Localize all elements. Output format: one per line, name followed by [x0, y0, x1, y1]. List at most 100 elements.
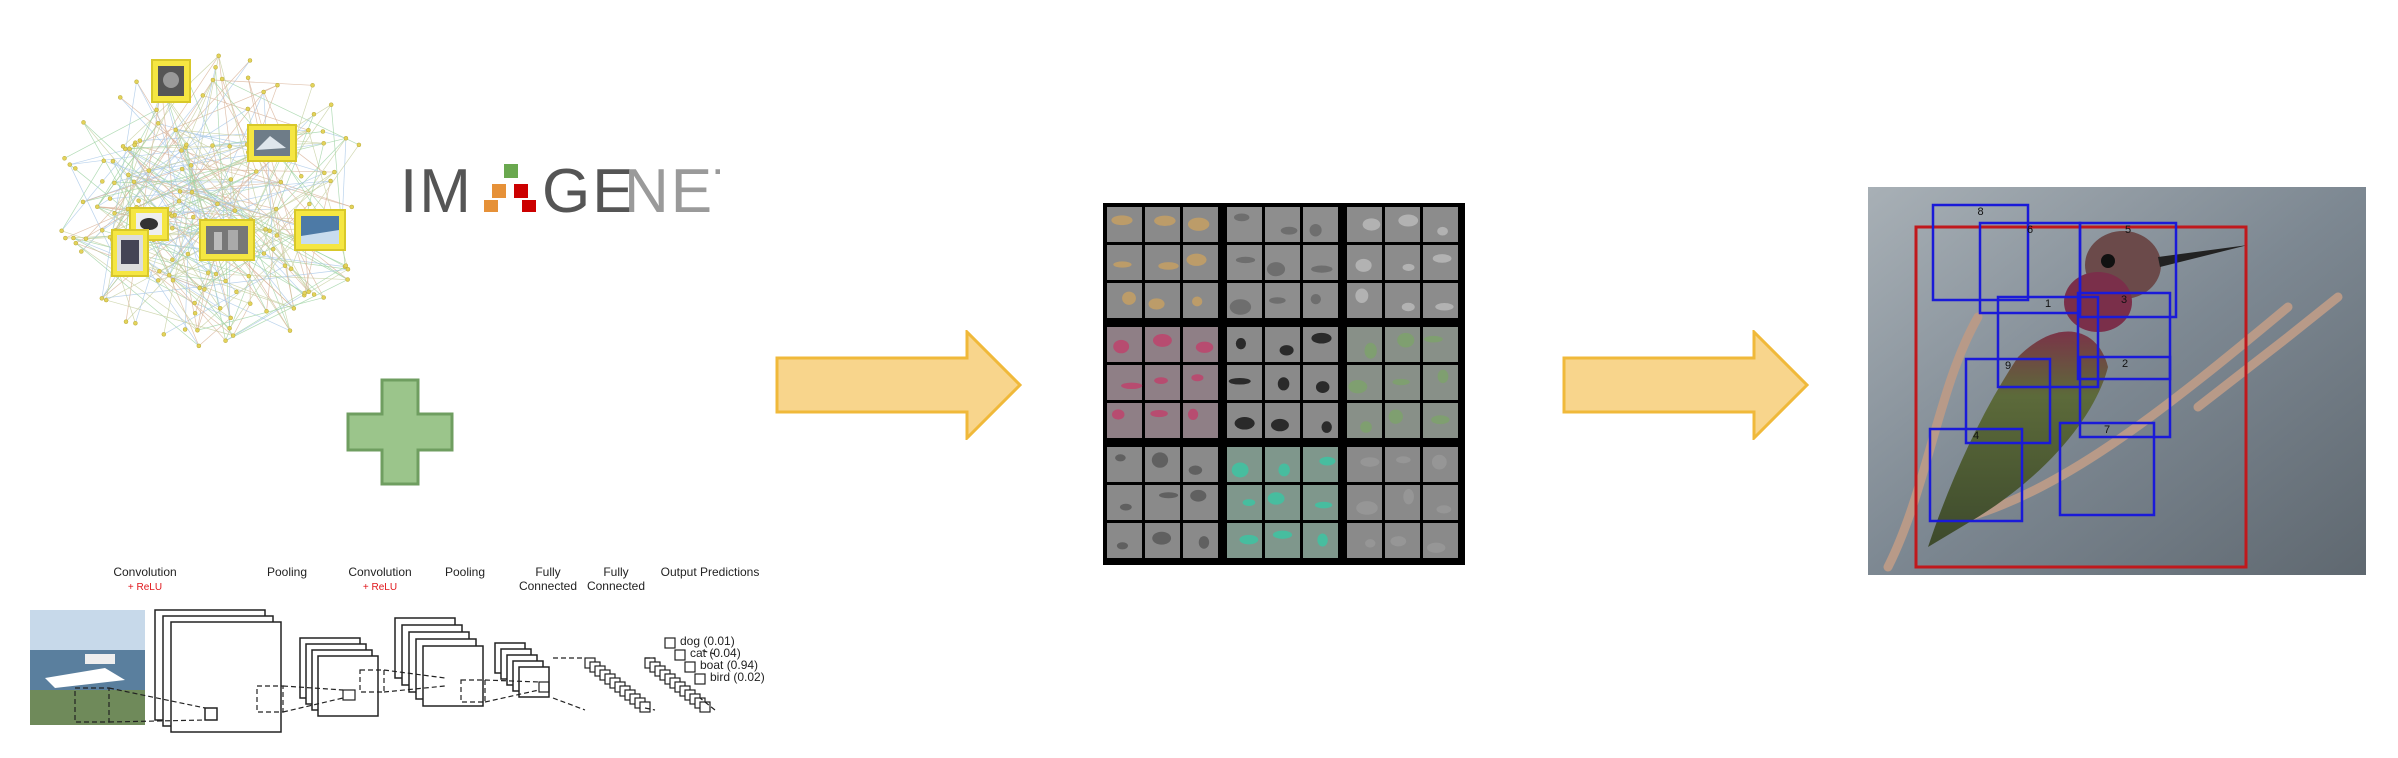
filter-pattern: [1360, 457, 1380, 467]
filter-cell: [1303, 447, 1338, 482]
filter-pattern: [1266, 262, 1286, 277]
filter-cell: [1145, 485, 1180, 520]
cnn-stage-label: Output Predictions: [661, 565, 760, 579]
detection-box-label: 9: [2005, 360, 2011, 372]
filter-cell: [1423, 283, 1458, 318]
filter-pattern: [1191, 374, 1204, 382]
output-unit: [684, 661, 696, 673]
filter-pattern: [1158, 262, 1179, 270]
filter-pattern: [1231, 462, 1249, 478]
filter-pattern: [1279, 345, 1294, 356]
filter-cell: [1423, 327, 1458, 362]
fc2-unit: [699, 701, 711, 713]
imagenet-graph: [59, 53, 362, 349]
filter-pattern: [1402, 263, 1415, 271]
filter-pattern: [1150, 410, 1168, 418]
filter-pattern: [1113, 339, 1130, 354]
filter-pattern: [1437, 226, 1448, 236]
filter-pattern: [1228, 377, 1251, 385]
detection-box-label: 4: [1973, 430, 1979, 442]
filter-cell: [1423, 207, 1458, 242]
filter-pattern: [1192, 296, 1203, 307]
filter-pattern: [1151, 452, 1169, 468]
filter-cell: [1145, 245, 1180, 280]
filter-cell: [1265, 327, 1300, 362]
cnn-stage-label: Fully: [603, 565, 628, 579]
filter-cell: [1423, 485, 1458, 520]
filter-pattern: [1277, 377, 1290, 391]
filter-pattern: [1311, 265, 1333, 273]
filter-pattern: [1437, 369, 1449, 384]
filter-pattern: [1152, 531, 1172, 545]
cnn-stage-label-line2: Connected: [587, 579, 645, 593]
filter-pattern: [1424, 335, 1443, 343]
filter-cell: [1183, 447, 1218, 482]
graph-thumbnail: [294, 209, 346, 251]
filter-cell: [1303, 207, 1338, 242]
filter-pattern: [1278, 463, 1290, 477]
filter-cell: [1107, 485, 1142, 520]
filter-cell: [1107, 447, 1142, 482]
detection-box-label: 1: [2045, 298, 2051, 310]
output-units: [664, 637, 706, 685]
filter-pattern: [1319, 456, 1336, 466]
filter-pattern: [1321, 421, 1332, 433]
filter-pattern: [1401, 302, 1415, 312]
filter-cell: [1227, 207, 1262, 242]
logo-text-ge: GE: [542, 157, 636, 226]
filter-pattern: [1234, 417, 1255, 430]
filter-pattern: [1317, 533, 1328, 547]
filter-pattern: [1309, 223, 1322, 237]
filter-pattern: [1111, 409, 1125, 420]
cnn-stage-label: Pooling: [445, 565, 485, 579]
fc1-units: [584, 657, 651, 713]
filter-cell: [1265, 207, 1300, 242]
filter-pattern: [1431, 415, 1450, 425]
detection-box-blue: [2078, 355, 2172, 439]
filter-pattern: [1388, 409, 1403, 424]
output-unit: [674, 649, 686, 661]
filter-pattern: [1154, 377, 1168, 385]
filter-pattern: [1403, 488, 1414, 505]
filter-cell: [1107, 403, 1142, 438]
filter-pattern: [1198, 536, 1210, 549]
detection-box-blue: [2058, 421, 2156, 517]
filter-pattern: [1187, 408, 1199, 421]
graph-thumbnail: [247, 124, 297, 162]
filter-cell: [1347, 523, 1382, 558]
detection-box-blue: [2078, 221, 2178, 319]
filter-pattern: [1111, 215, 1133, 226]
cnn-stage-sublabel: + ReLU: [363, 582, 397, 593]
filter-cell: [1423, 365, 1458, 400]
arrow-right-icon: [1562, 330, 1810, 440]
filter-pattern: [1233, 213, 1250, 222]
filter-pattern: [1280, 226, 1298, 235]
graph-thumbnail: [111, 229, 149, 277]
cnn-diagram: Convolution + ReLU Pooling Convolution +…: [30, 565, 765, 733]
logo-text-im: IM: [400, 157, 473, 226]
filter-pattern: [1310, 293, 1321, 305]
prediction-label: cat (0.04): [690, 646, 741, 660]
detection-box-label: 2: [2122, 358, 2128, 370]
filter-pattern: [1432, 254, 1452, 263]
filter-cell: [1303, 403, 1338, 438]
filter-pattern: [1315, 381, 1330, 394]
filter-cell: [1347, 327, 1382, 362]
detection-box-blue: [1996, 295, 2100, 389]
filter-pattern: [1154, 215, 1176, 226]
filter-pattern: [1116, 542, 1129, 550]
filter-pattern: [1364, 342, 1377, 359]
arrow-right-icon: [775, 330, 1023, 440]
filter-cell: [1183, 403, 1218, 438]
filter-pattern: [1122, 291, 1136, 305]
cnn-stage-label: Pooling: [267, 565, 307, 579]
cnn-stage-sublabel: + ReLU: [128, 582, 162, 593]
filter-pattern: [1235, 256, 1256, 264]
filter-pattern: [1392, 378, 1410, 386]
filter-cell: [1385, 447, 1420, 482]
filter-cell: [1385, 283, 1420, 318]
filter-pattern: [1270, 418, 1289, 432]
imagenet-logo: IM GE NET: [400, 150, 752, 230]
filter-pattern: [1396, 456, 1411, 464]
